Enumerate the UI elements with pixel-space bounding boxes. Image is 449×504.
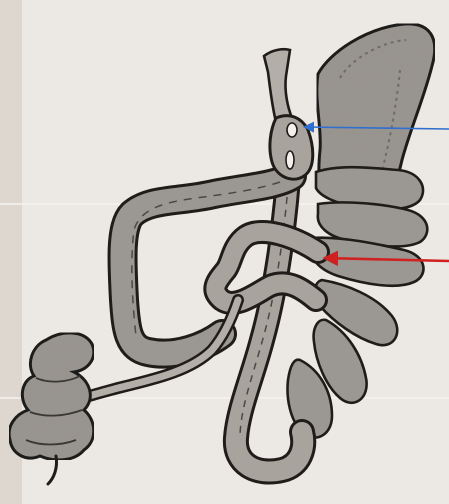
anastomosis — [287, 123, 297, 137]
anastomosis — [286, 151, 294, 169]
